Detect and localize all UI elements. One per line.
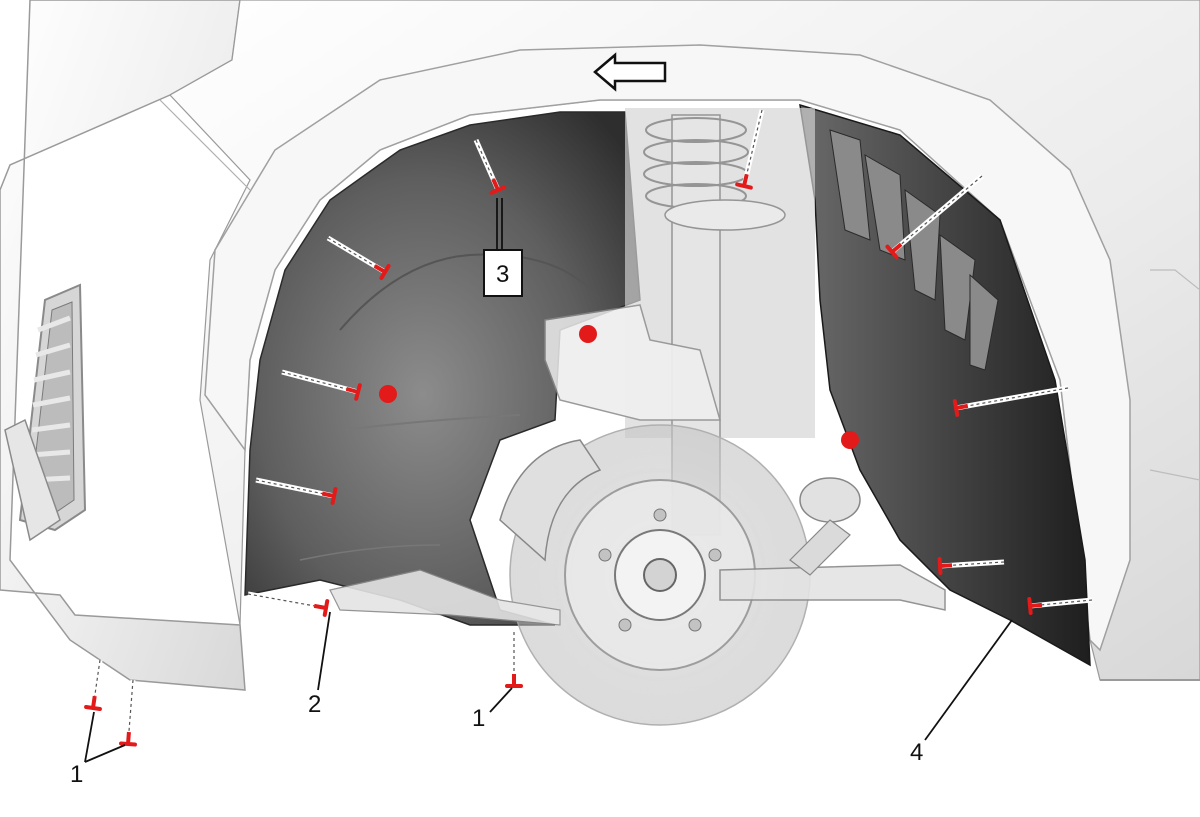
install-path [255,479,335,497]
lower-control-arm [329,569,561,626]
retainer-dots [379,325,859,449]
brake-caliper [499,439,602,562]
arrow-left-icon [593,52,667,92]
leader-1a [84,711,95,763]
push-pin-icon [126,731,131,745]
install-path [1029,599,1093,607]
leader-1c [489,687,513,713]
retainer-dot [579,325,597,343]
cv-joint [799,477,861,523]
vehicle-body [0,0,1200,691]
push-pin-head [735,182,753,190]
callout-3-box [483,249,523,297]
push-pin-head [937,557,943,575]
install-path [743,109,763,187]
install-path [891,175,983,253]
push-pin-head [885,244,899,260]
callout-1-liner: 1 [472,705,485,732]
push-pin-head [84,704,102,712]
suspension-assembly [329,108,946,726]
door-edge [1150,269,1200,291]
tie-rod [789,519,851,576]
push-pin-head [119,741,137,747]
push-pin-head [354,383,362,401]
push-pin-head [330,487,338,505]
callout-4: 4 [910,739,923,766]
retainer-dot [379,385,397,403]
push-pin-head [952,399,960,417]
push-pin-head [379,263,391,281]
install-path [247,593,327,609]
install-path [92,659,101,709]
install-path [127,679,134,745]
liner-right-section [799,103,1091,667]
push-pin-head [1027,597,1033,615]
callout-2: 2 [308,691,321,718]
push-pin-icon [890,242,903,254]
push-pin-head [489,185,507,195]
install-path [281,371,359,393]
bumper-vent [4,283,87,542]
body-crease [159,99,251,191]
leader-2 [317,611,331,691]
push-pin-head [322,599,330,617]
door-edge-lower [1149,469,1200,481]
retainer-dot [841,431,859,449]
fastener-group [84,109,1093,747]
install-path [955,387,1069,409]
leader-lines [84,198,1013,763]
leader-4 [924,619,1013,741]
wheel-arch-flare [204,44,1131,652]
leader-1b [84,744,126,763]
callout-3: 3 [496,261,509,288]
callout-1-bumper: 1 [70,761,83,788]
callout-labels: 1 1 2 3 4 [70,249,923,788]
axle-shaft [719,564,946,611]
install-path [939,561,1005,567]
wheelhouse-liner [244,103,1091,667]
